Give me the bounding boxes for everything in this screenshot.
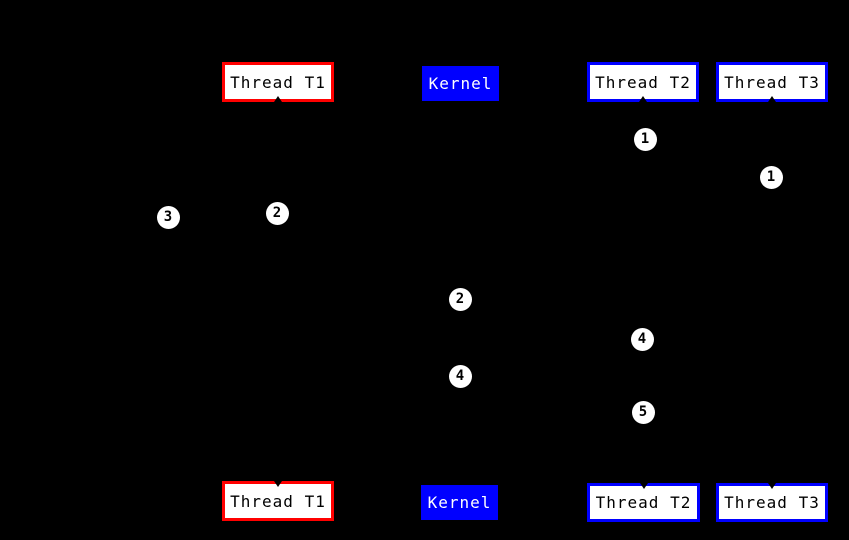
sequence-badge-4-mid-right: 4 xyxy=(630,327,654,351)
sequence-badge-1-under-thread-t2: 1 xyxy=(633,127,657,151)
arrowhead-notch-icon xyxy=(637,96,649,105)
sequence-badge-3-left: 3 xyxy=(156,205,180,229)
arrowhead-notch-icon xyxy=(766,480,778,489)
node-label: Thread T1 xyxy=(230,72,326,92)
node-label: Thread T1 xyxy=(230,491,326,511)
node-thread-t3-bottom: Thread T3 xyxy=(716,480,828,522)
node-label: Kernel xyxy=(428,74,493,93)
node-label: Kernel xyxy=(427,493,492,512)
arrowhead-notch-icon xyxy=(766,96,778,105)
sequence-badge-2-mid-kernel: 2 xyxy=(448,287,472,311)
arrowhead-notch-icon xyxy=(272,96,284,105)
node-thread-t3-top: Thread T3 xyxy=(716,62,828,105)
node-thread-t1-bottom: Thread T1 xyxy=(222,478,334,521)
node-label: Thread T2 xyxy=(595,493,692,512)
node-label: Thread T3 xyxy=(724,72,820,92)
arrowhead-notch-icon xyxy=(637,480,650,489)
sequence-badge-2-under-thread-t1: 2 xyxy=(265,201,289,225)
node-kernel-bottom: Kernel xyxy=(421,485,498,520)
node-label: Thread T3 xyxy=(724,493,820,512)
sequence-badge-5-lower-right: 5 xyxy=(631,400,655,424)
sequence-badge-1-under-thread-t3: 1 xyxy=(759,165,783,189)
node-label: Thread T2 xyxy=(595,72,691,92)
node-kernel-top: Kernel xyxy=(422,66,499,101)
node-thread-t1-top: Thread T1 xyxy=(222,62,334,105)
node-thread-t2-bottom: Thread T2 xyxy=(587,480,700,522)
arrowhead-notch-icon xyxy=(272,478,284,487)
sequence-badge-4-lower-kernel: 4 xyxy=(448,364,472,388)
node-thread-t2-top: Thread T2 xyxy=(587,62,699,105)
